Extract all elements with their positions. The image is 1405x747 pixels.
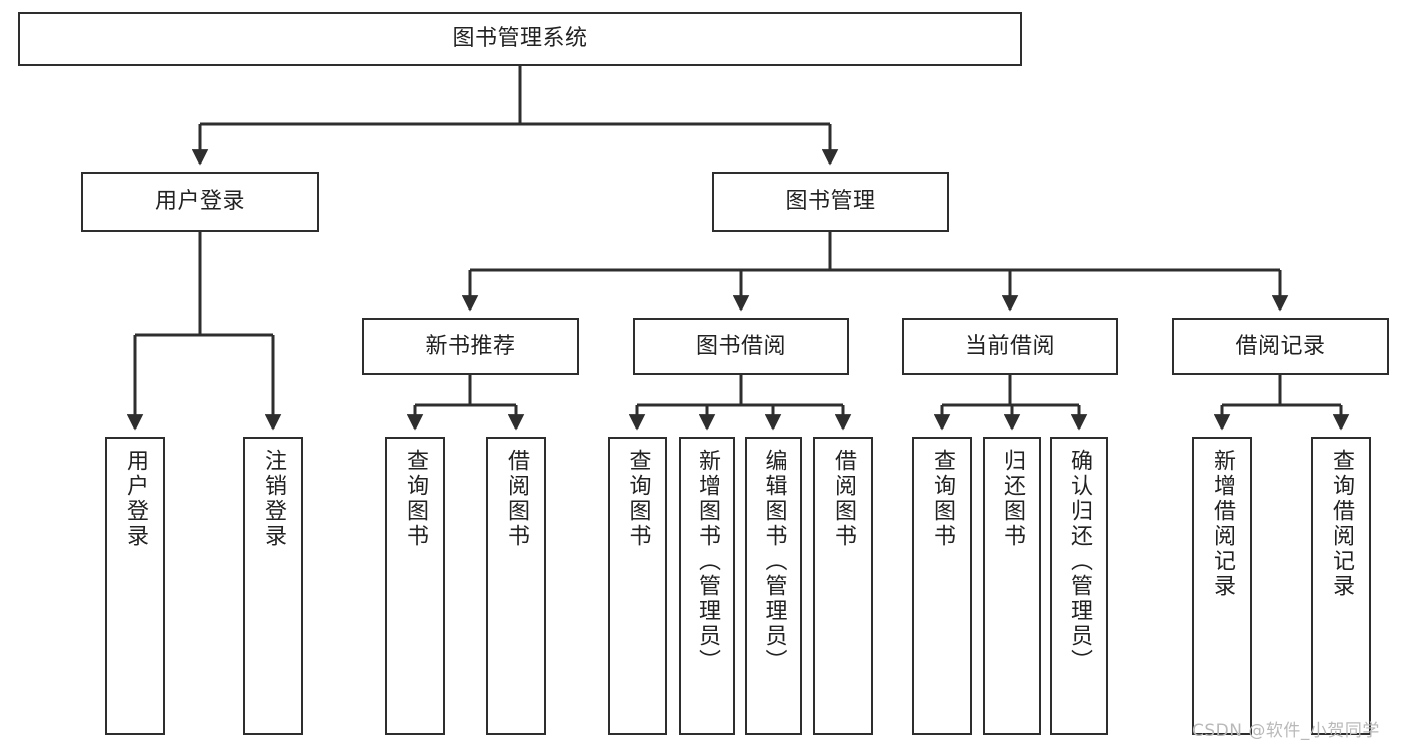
connector-group (126, 66, 1350, 431)
node-leaf-query-book-bor[interactable]: 查询图书 (608, 437, 667, 735)
node-leaf-add-book-admin[interactable]: 新增图书（管理员） (679, 437, 735, 735)
node-book-borrow[interactable]: 图书借阅 (633, 318, 849, 375)
node-leaf-confirm-return-admin-label: 确认归还（管理员） (1067, 449, 1092, 674)
csdn-watermark: CSDN @软件_小贺同学 (1192, 721, 1380, 741)
node-book-manage-label: 图书管理 (785, 189, 876, 215)
node-leaf-borrow-book-rec-label: 借阅图书 (504, 449, 529, 549)
node-leaf-return-book-label: 归还图书 (1000, 449, 1025, 549)
node-current-borrow-label: 当前借阅 (964, 333, 1055, 359)
node-leaf-add-borrow-record[interactable]: 新增借阅记录 (1192, 437, 1252, 735)
node-leaf-user-logout-label: 注销登录 (261, 449, 286, 549)
node-leaf-add-book-admin-label: 新增图书（管理员） (695, 449, 720, 674)
node-leaf-return-book[interactable]: 归还图书 (983, 437, 1041, 735)
node-leaf-borrow-book-bor-label: 借阅图书 (831, 449, 856, 549)
node-leaf-confirm-return-admin[interactable]: 确认归还（管理员） (1050, 437, 1108, 735)
node-leaf-add-borrow-record-label: 新增借阅记录 (1210, 449, 1235, 599)
node-leaf-query-book-rec[interactable]: 查询图书 (385, 437, 445, 735)
node-leaf-user-logout[interactable]: 注销登录 (243, 437, 303, 735)
node-book-manage[interactable]: 图书管理 (712, 172, 949, 232)
node-borrow-record-label: 借阅记录 (1235, 333, 1326, 359)
node-leaf-query-book-cur-label: 查询图书 (930, 449, 955, 549)
node-leaf-borrow-book-bor[interactable]: 借阅图书 (813, 437, 873, 735)
node-user-login-label: 用户登录 (154, 189, 245, 215)
node-new-book-recommend-label: 新书推荐 (425, 333, 516, 359)
node-leaf-user-login[interactable]: 用户登录 (105, 437, 165, 735)
node-leaf-query-borrow-record[interactable]: 查询借阅记录 (1311, 437, 1371, 735)
node-root[interactable]: 图书管理系统 (18, 12, 1022, 66)
node-user-login[interactable]: 用户登录 (81, 172, 319, 232)
node-borrow-record[interactable]: 借阅记录 (1172, 318, 1389, 375)
node-leaf-edit-book-admin-label: 编辑图书（管理员） (761, 449, 787, 674)
node-root-label: 图书管理系统 (452, 26, 588, 52)
node-leaf-edit-book-admin[interactable]: 编辑图书（管理员） (745, 437, 802, 735)
node-leaf-query-book-cur[interactable]: 查询图书 (912, 437, 972, 735)
node-new-book-recommend[interactable]: 新书推荐 (362, 318, 579, 375)
node-leaf-query-borrow-record-label: 查询借阅记录 (1329, 449, 1354, 599)
node-book-borrow-label: 图书借阅 (695, 333, 786, 359)
node-leaf-query-book-bor-label: 查询图书 (625, 449, 651, 549)
node-leaf-query-book-rec-label: 查询图书 (403, 449, 428, 549)
node-current-borrow[interactable]: 当前借阅 (902, 318, 1118, 375)
node-leaf-user-login-label: 用户登录 (123, 449, 148, 549)
node-leaf-borrow-book-rec[interactable]: 借阅图书 (486, 437, 546, 735)
